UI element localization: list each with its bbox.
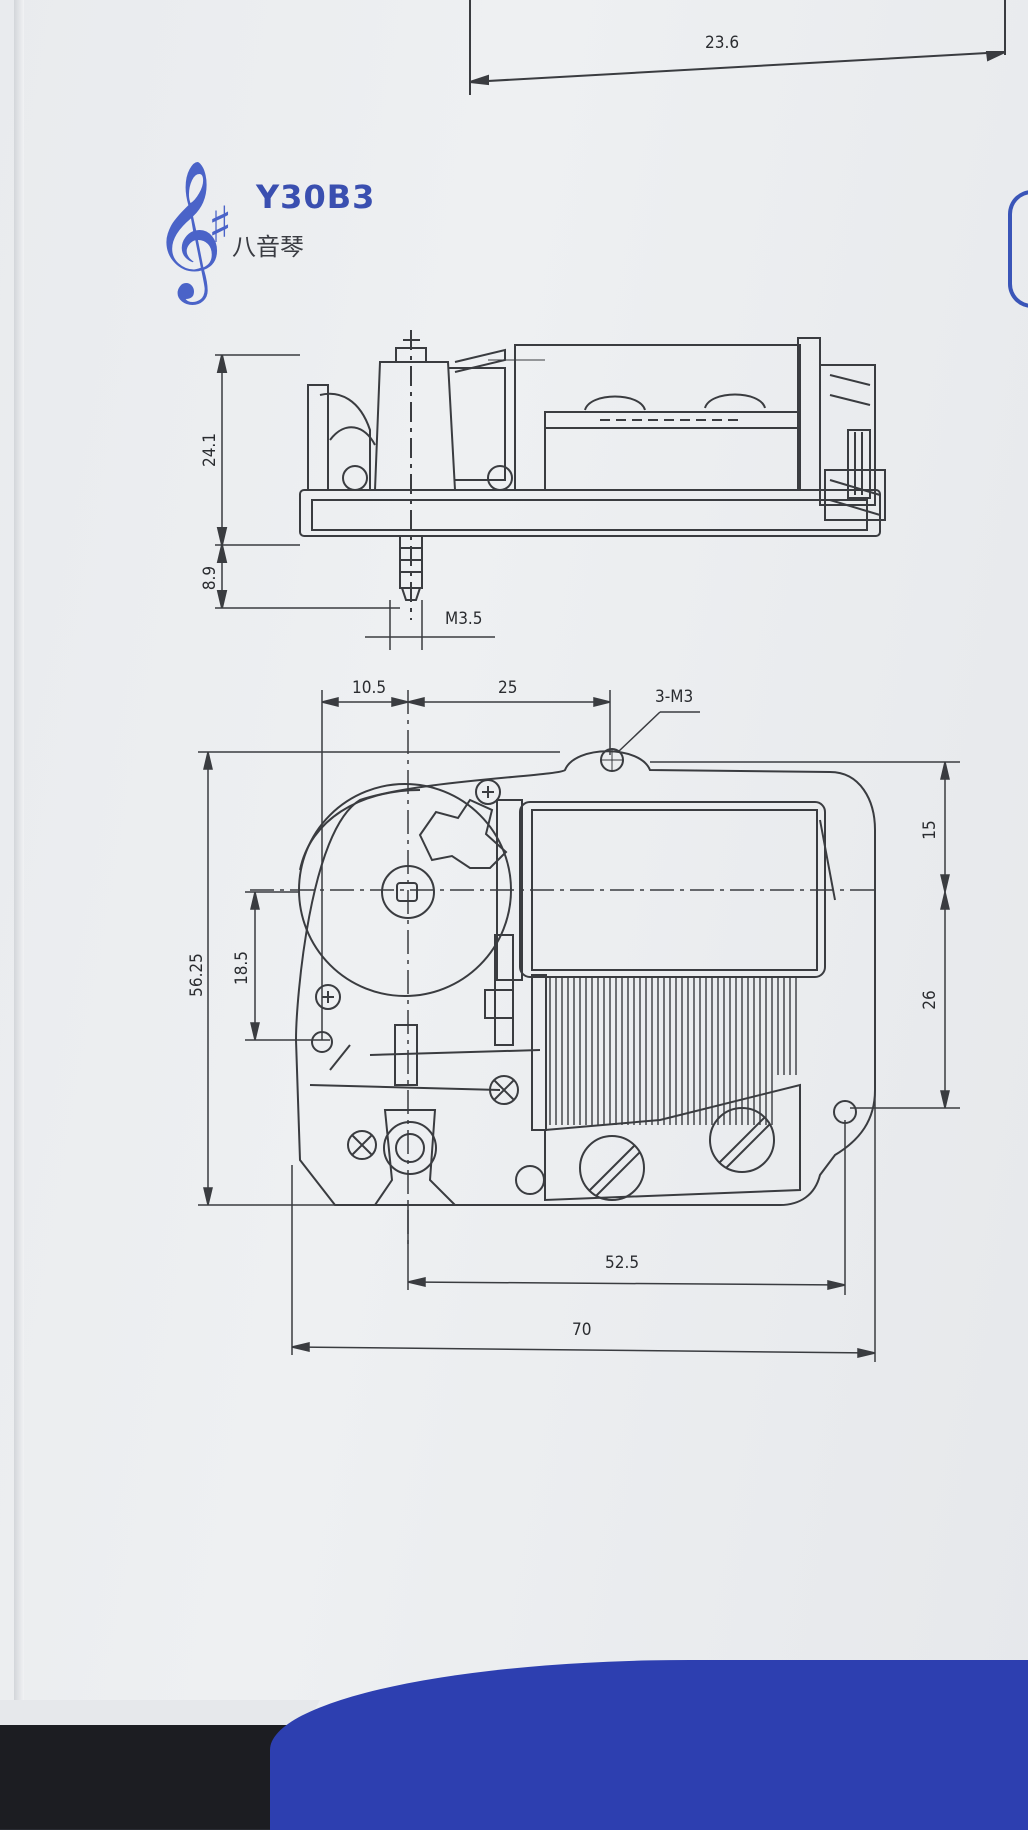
- side-view: [299, 330, 886, 620]
- page-fold: [14, 0, 24, 1740]
- dim-holes: 3-M3: [655, 687, 693, 707]
- dim-total-width: 70: [572, 1320, 591, 1340]
- dim-right-upper: 15: [920, 820, 940, 839]
- plan-view: [250, 690, 880, 1250]
- model-subtitle: 八音琴: [232, 233, 304, 261]
- dim-offset-mid: 25: [498, 678, 517, 698]
- dim-shaft-thread: M3.5: [445, 609, 483, 629]
- side-dimensions: 24.1 8.9 M3.5: [200, 354, 495, 650]
- treble-clef-icon: 𝄞: [152, 160, 223, 299]
- dark-background: [0, 1725, 300, 1829]
- sharp-icon: ♯: [208, 196, 233, 254]
- plan-dimensions: 10.5 25 3-M3 56.25 18.5 15 26 52.5: [187, 678, 960, 1362]
- top-dimension: 23.6: [469, 0, 1006, 95]
- dim-side-height: 24.1: [200, 433, 220, 467]
- dim-top-width: 23.6: [705, 33, 739, 53]
- comb-teeth: [549, 978, 797, 1125]
- dim-shaft-length: 8.9: [200, 566, 220, 590]
- dim-hole-span: 52.5: [605, 1253, 639, 1273]
- dim-total-height: 56.25: [187, 953, 207, 997]
- blue-cover-band: [270, 1660, 1028, 1830]
- dim-inner-height: 18.5: [232, 951, 252, 985]
- dim-offset-left: 10.5: [352, 678, 386, 698]
- dim-right-lower: 26: [920, 990, 940, 1009]
- model-title: Y30B3: [256, 178, 376, 216]
